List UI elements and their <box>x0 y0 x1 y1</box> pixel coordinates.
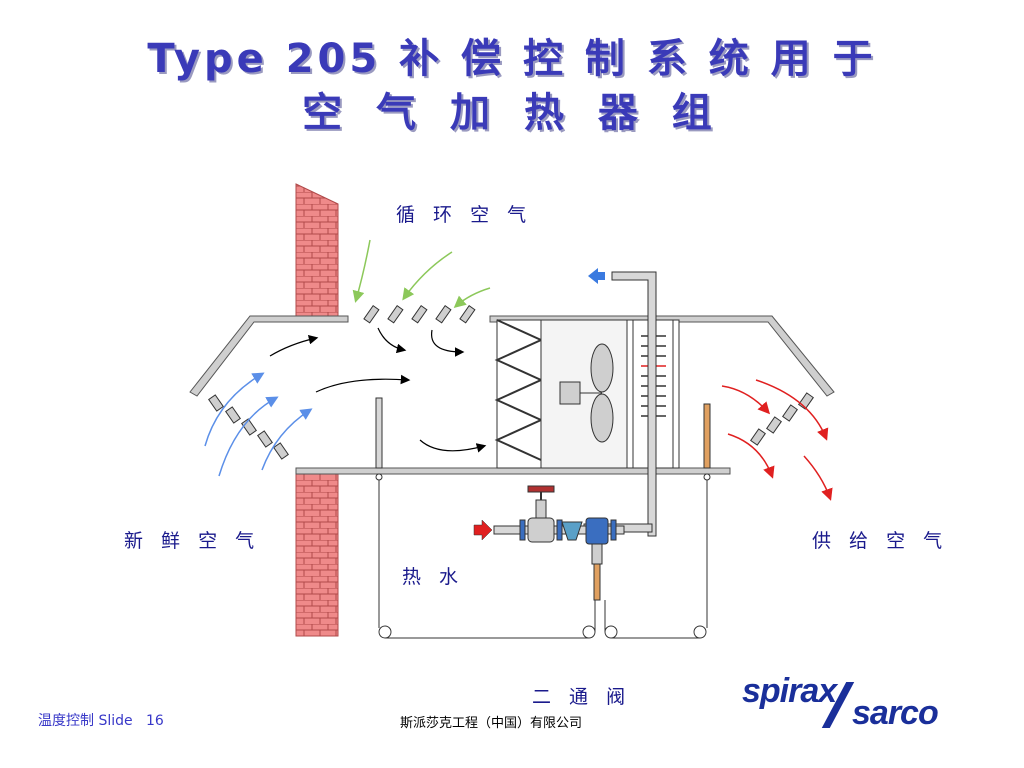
recirc-louvers <box>363 305 476 324</box>
fresh-air-arrows <box>204 372 313 477</box>
logo-part-1: spirax <box>742 672 837 710</box>
fresh-air-louvers <box>208 394 289 460</box>
outlet-arrow-icon <box>588 268 605 284</box>
brick-wall <box>295 183 339 637</box>
spirax-sarco-logo: spirax sarco <box>742 672 978 732</box>
capillary-lines <box>375 473 711 639</box>
label-recirculated-air: 循 环 空 气 <box>396 204 533 226</box>
title-line-1: Type 205 补 偿 控 制 系 统 用 于 <box>147 36 877 82</box>
title-line-2: 空 气 加 热 器 组 <box>302 90 722 136</box>
fan <box>540 319 628 469</box>
valve-train <box>493 485 625 601</box>
supply-air-arrows <box>721 379 833 501</box>
footer-company: 斯派莎克工程（中国）有限公司 <box>400 716 583 731</box>
label-supply-air: 供 给 空 气 <box>812 530 949 552</box>
recirc-air-arrows <box>352 239 491 308</box>
footer-slide-info: 温度控制 Slide 16 <box>38 713 164 729</box>
label-two-way-valve: 二 通 阀 <box>532 686 632 708</box>
logo-part-2: sarco <box>852 694 939 732</box>
heater-coil <box>494 319 544 469</box>
supply-air-louvers <box>750 392 814 446</box>
internal-flow-arrows <box>269 327 487 453</box>
hot-water-arrow-icon <box>473 519 493 541</box>
sensor-probes <box>375 397 711 469</box>
label-hot-water: 热 水 <box>402 566 465 588</box>
label-fresh-air: 新 鲜 空 气 <box>124 530 261 552</box>
